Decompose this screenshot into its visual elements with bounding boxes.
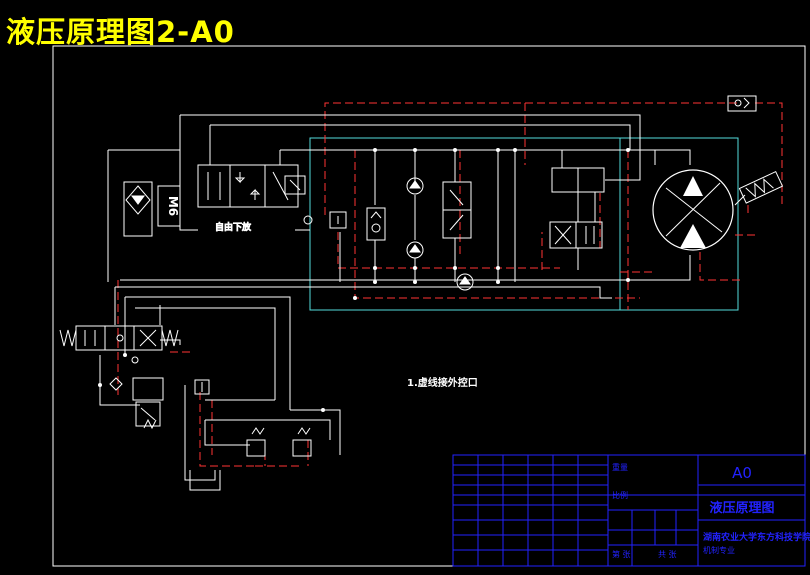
pilot-lines bbox=[117, 102, 783, 467]
school-line-1: 湖南农业大学东方科技学院 bbox=[703, 531, 810, 543]
top-check-valve bbox=[727, 95, 757, 112]
drawing-name: 液压原理图 bbox=[709, 500, 774, 516]
page-title: 液压原理图2-A0 bbox=[6, 15, 235, 49]
directional-valve-top: 自由下放 bbox=[197, 164, 306, 234]
title-block bbox=[452, 454, 806, 567]
external-port-note: 1.虚线接外控口 bbox=[407, 376, 478, 389]
drawing-border bbox=[52, 45, 806, 567]
sheets-total: 共 张 bbox=[658, 550, 677, 559]
school-line-2: 机制专业 bbox=[703, 545, 735, 555]
free-lower-label: 自由下放 bbox=[215, 221, 251, 233]
sheet-of: 第 张 bbox=[612, 549, 631, 559]
hydraulic-motor bbox=[652, 169, 784, 251]
m6-component: M6 bbox=[157, 185, 181, 227]
block-valves bbox=[303, 167, 605, 291]
row-label-scale: 比例 bbox=[612, 490, 628, 500]
proportional-valve-bottom bbox=[59, 325, 312, 457]
junction-dots bbox=[98, 148, 630, 412]
title-block-text: A0 液压原理图 湖南农业大学东方科技学院 机制专业 重量 比例 第 张 共 张 bbox=[612, 462, 810, 559]
m6-label: M6 bbox=[166, 196, 180, 216]
row-label-weight: 重量 bbox=[612, 462, 628, 472]
sheet-size: A0 bbox=[732, 464, 752, 482]
filter-symbol bbox=[123, 181, 153, 237]
pipe-lines bbox=[99, 114, 691, 491]
